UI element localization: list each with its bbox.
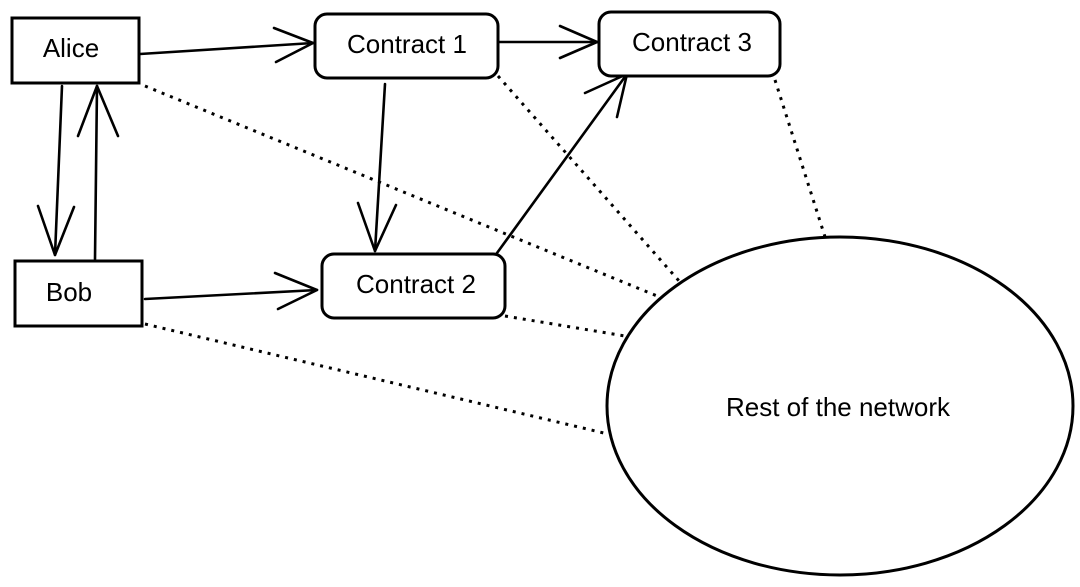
edge-alice-network — [144, 84, 663, 300]
alice-box — [10, 16, 141, 85]
contract3-box — [597, 10, 782, 78]
edge-contract2-network — [504, 314, 626, 338]
edge-contract1-network — [496, 75, 682, 283]
edge-bob-alice — [76, 84, 120, 261]
bob-box — [13, 259, 144, 328]
edge-contract3-network — [773, 79, 828, 241]
node-bob: Bob — [13, 259, 144, 328]
network-ellipse — [605, 235, 1075, 577]
node-contract2: Contract 2 — [320, 252, 507, 320]
edge-bob-contract2 — [143, 271, 319, 311]
node-contract3: Contract 3 — [597, 10, 782, 78]
alice-label: Alice — [43, 33, 99, 63]
edge-alice-contract1 — [138, 26, 315, 64]
contract1-box — [313, 12, 500, 80]
contract2-label: Contract 2 — [356, 269, 476, 299]
edge-bob-network — [144, 322, 609, 436]
edge-contract2-contract3 — [495, 72, 629, 255]
node-contract1: Contract 1 — [313, 12, 500, 80]
edge-contract1-contract3 — [497, 24, 599, 60]
dotted-links — [144, 75, 828, 436]
contract1-label: Contract 1 — [347, 29, 467, 59]
node-network: Rest of the network — [605, 235, 1075, 577]
contract3-label: Contract 3 — [632, 27, 752, 57]
node-alice: Alice — [10, 16, 141, 85]
network-label: Rest of the network — [726, 392, 951, 422]
contract2-box — [320, 252, 507, 320]
edge-alice-bob — [36, 84, 76, 257]
bob-label: Bob — [46, 277, 92, 307]
edge-contract1-contract2 — [356, 82, 398, 253]
